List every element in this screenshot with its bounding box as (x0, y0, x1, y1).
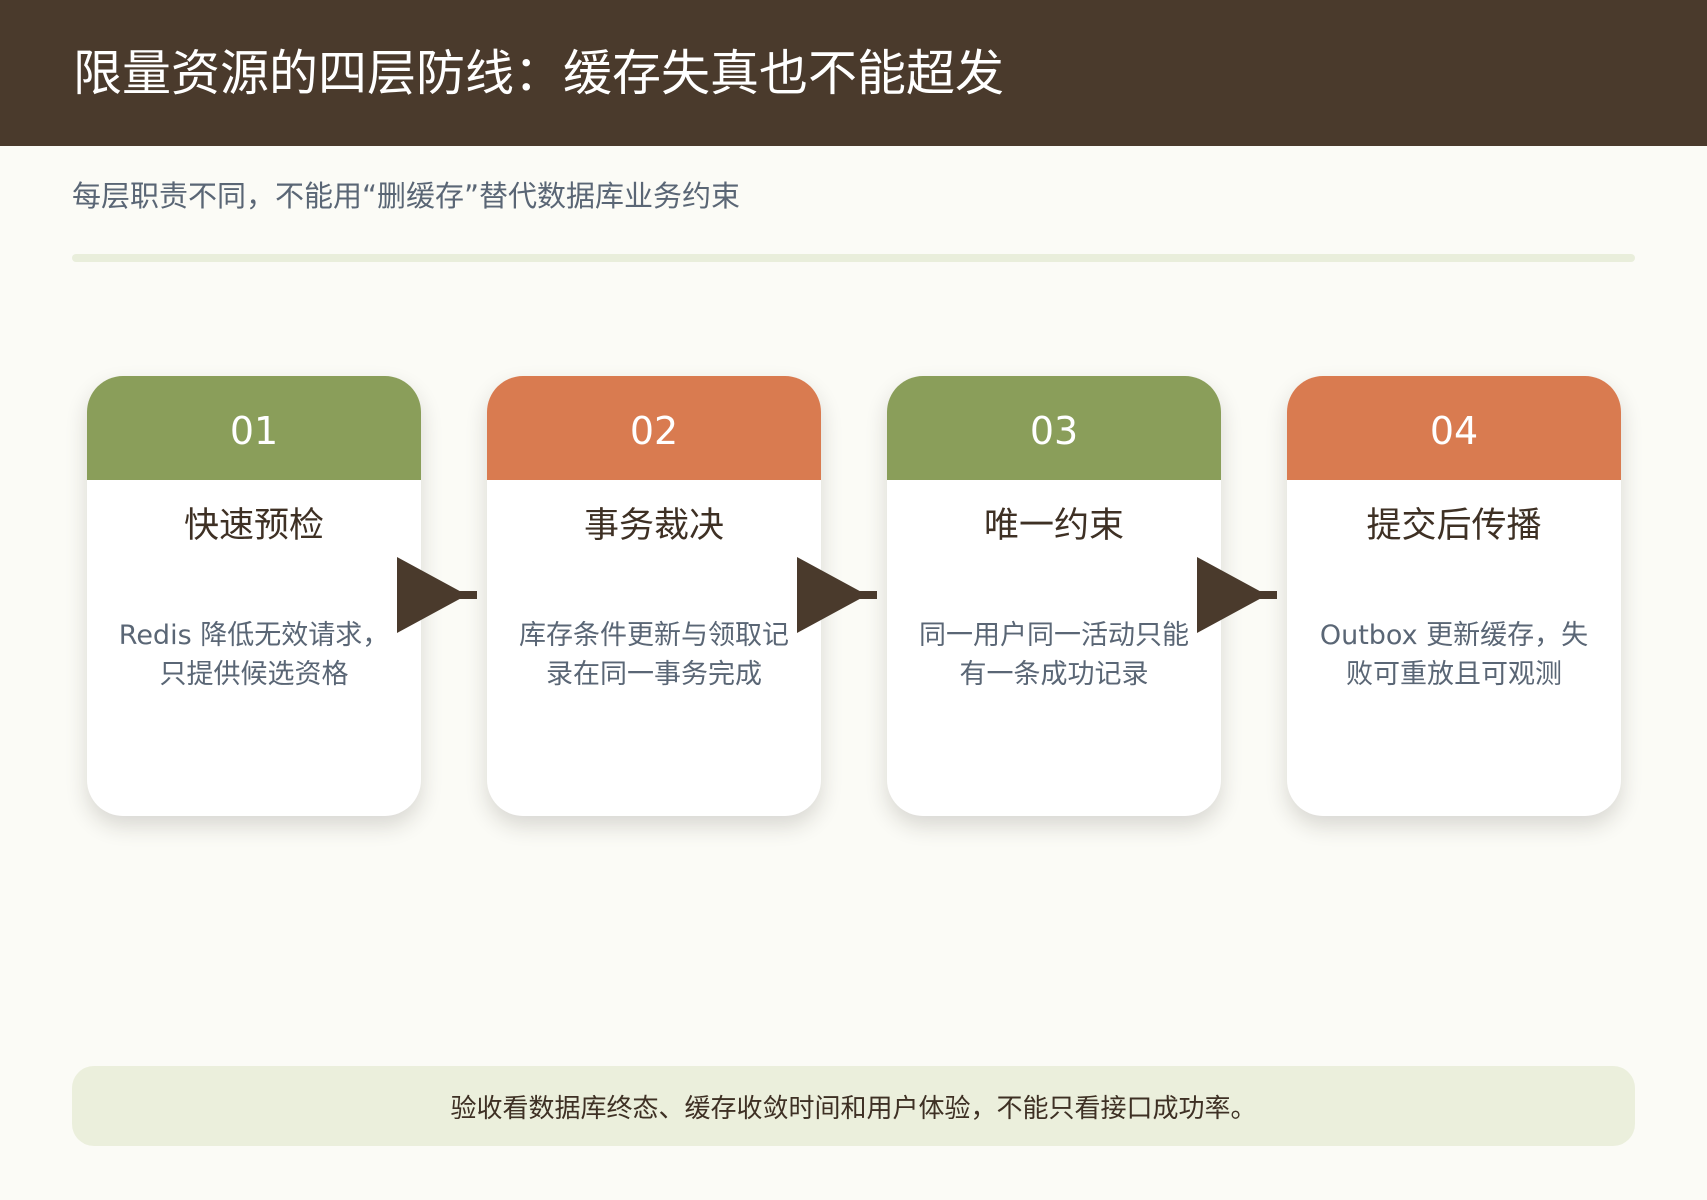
step-number-1: 01 (87, 376, 421, 480)
page-subtitle: 每层职责不同，不能用“删缓存”替代数据库业务约束 (72, 179, 741, 213)
step-number-2: 02 (487, 376, 821, 480)
footer-note-text: 验收看数据库终态、缓存收敛时间和用户体验，不能只看接口成功率。 (450, 1093, 1257, 1124)
footer-note: 验收看数据库终态、缓存收敛时间和用户体验，不能只看接口成功率。 (72, 1066, 1635, 1146)
step-number-4: 04 (1287, 376, 1621, 480)
divider (72, 254, 1635, 262)
arrow-right-icon (397, 557, 477, 633)
step-card-3: 03 唯一约束 同一用户同一活动只能有一条成功记录 (887, 376, 1221, 816)
step-description-2: 库存条件更新与领取记录在同一事务完成 (519, 620, 789, 690)
step-card-2: 02 事务裁决 库存条件更新与领取记录在同一事务完成 (487, 376, 821, 816)
step-card-4: 04 提交后传播 Outbox 更新缓存，失败可重放且可观测 (1287, 376, 1621, 816)
header-bar: 限量资源的四层防线：缓存失真也不能超发 (0, 0, 1707, 146)
arrow-right-icon (797, 557, 877, 633)
step-title-4: 提交后传播 (1366, 506, 1542, 546)
step-title-1: 快速预检 (183, 506, 324, 546)
step-number-3: 03 (887, 376, 1221, 480)
step-title-3: 唯一约束 (983, 506, 1124, 546)
step-card-1: 01 快速预检 Redis 降低无效请求，只提供候选资格 (87, 376, 421, 816)
step-description-1: Redis 降低无效请求，只提供候选资格 (118, 620, 390, 690)
step-description-3: 同一用户同一活动只能有一条成功记录 (919, 620, 1189, 690)
step-description-4: Outbox 更新缓存，失败可重放且可观测 (1319, 620, 1589, 690)
arrow-right-icon (1197, 557, 1277, 633)
step-title-2: 事务裁决 (583, 506, 724, 546)
page-title: 限量资源的四层防线：缓存失真也不能超发 (73, 45, 1005, 102)
